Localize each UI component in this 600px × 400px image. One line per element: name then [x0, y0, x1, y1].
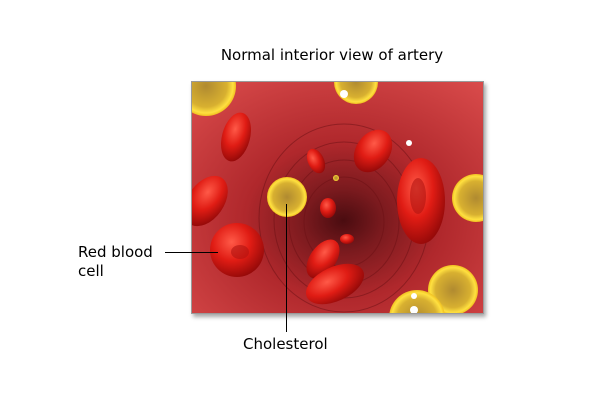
red-blood-cells	[192, 112, 445, 305]
red-blood-cell-label: Red blood cell	[78, 243, 153, 281]
cholesterol-particles	[192, 82, 483, 313]
diagram-title: Normal interior view of artery	[220, 46, 444, 64]
label-line-1: Red blood	[78, 243, 153, 261]
red-blood-cell-leader-line	[165, 252, 218, 253]
cholesterol-label: Cholesterol	[243, 335, 328, 353]
cholesterol-leader-line	[286, 204, 287, 332]
label-line-2: cell	[78, 262, 104, 280]
artery-illustration	[191, 81, 484, 314]
